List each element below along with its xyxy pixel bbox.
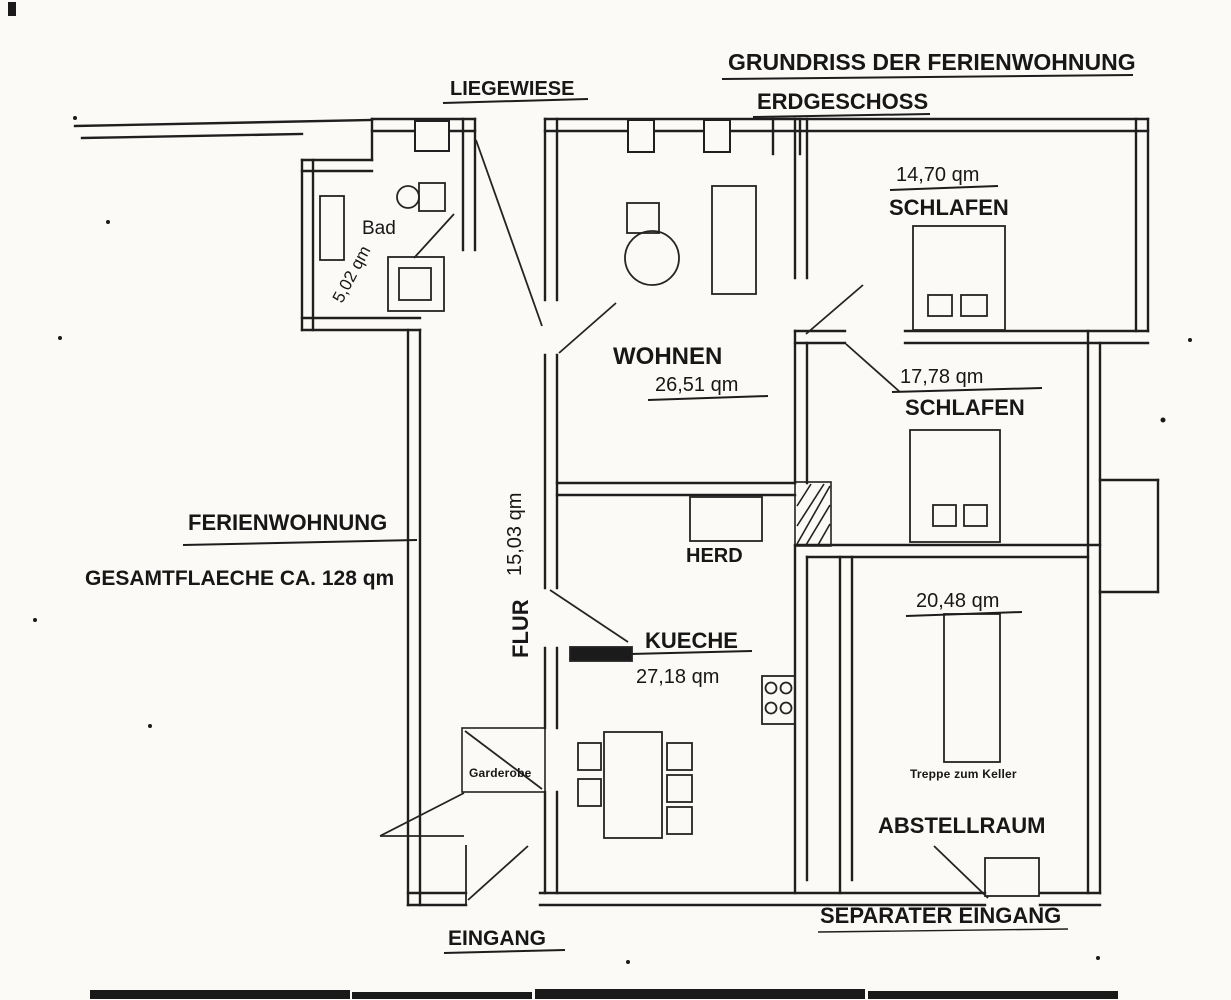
room-area-schlafen-2: 17,78 qm [900, 366, 983, 388]
subtitle-erdgeschoss: ERDGESCHOSS [757, 89, 928, 114]
burner-icon [764, 701, 778, 715]
doors [379, 139, 1040, 905]
shower-inner [398, 267, 432, 301]
apartment-name-label: FERIENWOHNUNG [188, 510, 387, 535]
door-kueche [549, 589, 629, 643]
door-separater-eingang [933, 845, 989, 899]
pillow [932, 504, 957, 527]
door-eingang [467, 845, 529, 901]
room-label-kueche: KUECHE [645, 628, 738, 653]
pillow [963, 504, 988, 527]
door-terrace-flur [475, 139, 543, 327]
chair [666, 742, 693, 771]
dining-table [603, 731, 663, 839]
chair [577, 778, 602, 807]
chimney-hatch [794, 481, 832, 547]
pillow [927, 294, 953, 317]
separate-entrance-label: SEPARATER EINGANG [820, 903, 1061, 928]
room-area-bad: 5,02 qm [329, 243, 375, 306]
labels: GRUNDRISS DER FERIENWOHNUNG ERDGESCHOSS … [85, 49, 1136, 950]
chair [577, 742, 602, 771]
radiator [319, 195, 345, 261]
garderobe-label: Garderobe [469, 766, 532, 780]
door-wohnen [558, 302, 617, 354]
chair [666, 774, 693, 803]
window-icon [627, 119, 655, 153]
room-area-schlafen-1: 14,70 qm [896, 164, 979, 186]
scan-artifacts [8, 2, 1192, 999]
label-liegewiese: LIEGEWIESE [450, 78, 574, 100]
main-entrance-label: EINGANG [448, 927, 546, 950]
room-label-wohnen: WOHNEN [613, 343, 722, 370]
garderobe-closet [461, 727, 546, 793]
burner-icon [764, 681, 778, 695]
total-area-label: GESAMTFLAECHE CA. 128 qm [85, 567, 394, 590]
underlines [182, 74, 1134, 954]
bed-schlafen-1 [912, 225, 1006, 331]
garderobe-diagonal [464, 730, 543, 790]
room-area-wohnen: 26,51 qm [655, 374, 738, 396]
window-icon [414, 120, 450, 152]
window-icon [703, 119, 731, 153]
burner-icon [779, 701, 793, 715]
windows [414, 119, 731, 153]
keller-stairs [943, 613, 1001, 763]
room-label-schlafen-1: SCHLAFEN [889, 195, 1009, 220]
room-label-abstellraum: ABSTELLRAUM [878, 813, 1045, 838]
room-area-flur: 15,03 qm [504, 493, 526, 576]
page-title: GRUNDRISS DER FERIENWOHNUNG [728, 49, 1136, 75]
room-label-flur: FLUR [508, 599, 533, 658]
door-bad [413, 213, 455, 259]
toilet-tank [418, 182, 446, 212]
burner-icon [779, 681, 793, 695]
room-label-schlafen-2: SCHLAFEN [905, 395, 1025, 420]
chair [666, 806, 693, 835]
door-flur-left-a [379, 792, 465, 837]
door-schlafen-1 [805, 284, 864, 335]
stove-icon [761, 675, 796, 725]
herd-counter [689, 496, 763, 542]
room-area-abstellraum: 20,48 qm [916, 590, 999, 612]
pillow [960, 294, 988, 317]
door-schlafen-2 [845, 343, 901, 393]
room-area-kueche: 27,18 qm [636, 666, 719, 688]
kitchen-sink [569, 646, 633, 662]
round-table [624, 230, 680, 286]
shower-outer [387, 256, 445, 312]
separate-entrance-threshold [984, 857, 1040, 897]
furniture [319, 182, 1006, 839]
room-label-bad: Bad [362, 218, 396, 239]
toilet-icon [396, 185, 420, 209]
herd-label: HERD [686, 545, 743, 567]
bed-schlafen-2 [909, 429, 1001, 543]
treppe-zum-keller-label: Treppe zum Keller [910, 767, 1017, 781]
cabinet [711, 185, 757, 295]
side-table [626, 202, 660, 234]
